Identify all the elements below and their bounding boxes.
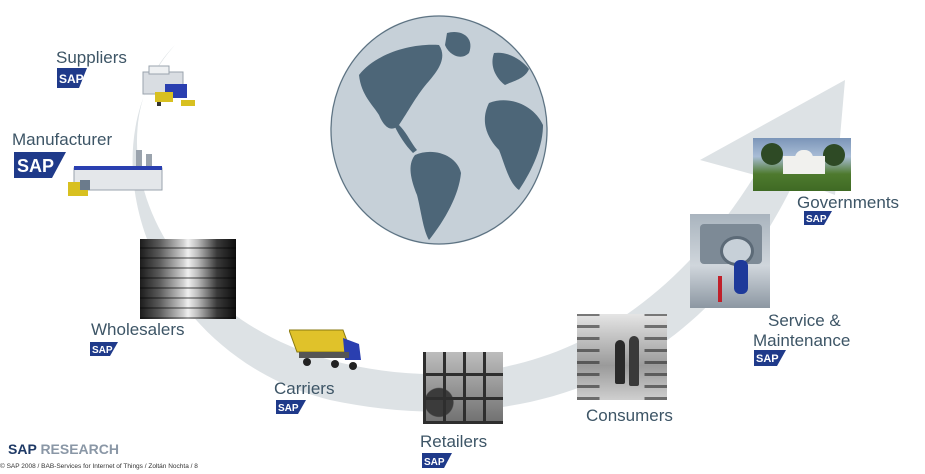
manufacturer-label: Manufacturer — [12, 130, 113, 149]
service-photo — [690, 214, 770, 308]
svg-text:SAP: SAP — [17, 156, 54, 176]
copyright-text: © SAP 2008 / BAB-Services for Internet o… — [0, 463, 198, 470]
globe-icon — [330, 15, 548, 245]
service-label-line1: Service & — [768, 311, 841, 330]
governments-label: Governments — [797, 193, 900, 212]
consumers-label: Consumers — [586, 406, 673, 425]
sap-logo: SAP — [90, 342, 118, 356]
svg-text:SAP: SAP — [278, 403, 299, 414]
retailers-label: Retailers — [420, 432, 488, 451]
svg-text:SAP: SAP — [756, 353, 779, 365]
svg-text:SAP: SAP — [806, 214, 827, 225]
svg-text:SAP: SAP — [92, 345, 113, 356]
sap-logo: SAP — [57, 68, 87, 88]
sap-research-logo: SAP RESEARCH — [8, 441, 120, 457]
carriers-label: Carriers — [274, 379, 335, 398]
sap-logo: SAP — [276, 400, 306, 414]
suppliers-label: Suppliers — [56, 48, 127, 67]
svg-text:SAP: SAP — [424, 457, 445, 468]
svg-text:SAP: SAP — [59, 72, 84, 86]
service-label-line2: Maintenance — [753, 331, 851, 350]
sap-logo: SAP — [804, 211, 832, 225]
sap-logo: SAP — [754, 350, 786, 366]
consumers-photo — [577, 314, 667, 400]
truck-icon — [289, 329, 361, 370]
retailers-photo — [423, 352, 503, 424]
governments-photo — [753, 138, 851, 191]
wholesalers-label: Wholesalers — [91, 320, 185, 339]
factory-icon — [68, 150, 163, 196]
sap-logo: SAP — [14, 152, 66, 178]
wholesalers-photo — [140, 239, 236, 319]
sap-logo: SAP — [422, 453, 452, 468]
factory-icon — [142, 65, 195, 106]
